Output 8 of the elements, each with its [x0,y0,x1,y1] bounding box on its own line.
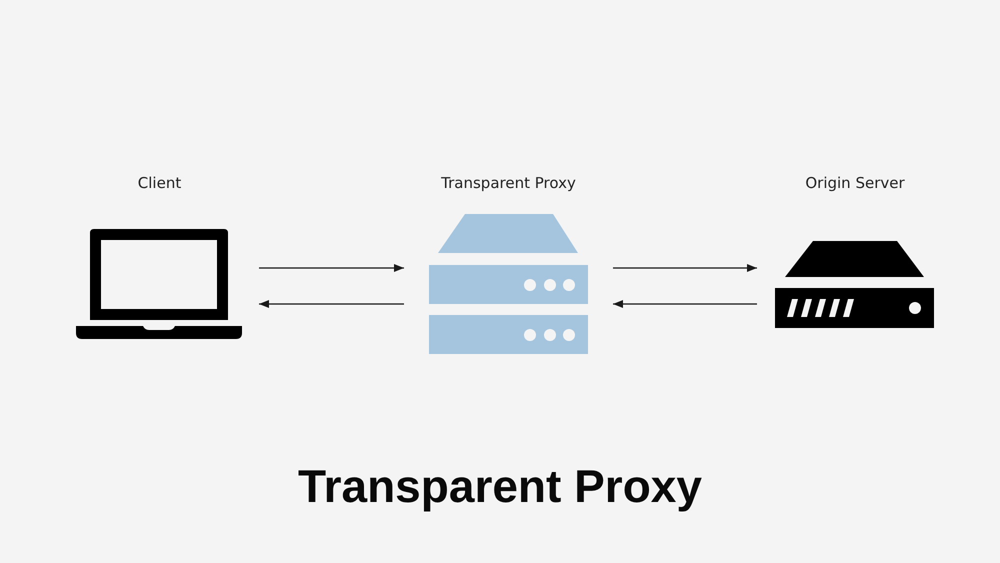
diagram-title: Transparent Proxy [298,459,702,514]
arrow [259,300,404,308]
node-heading: Client [138,173,182,194]
node-heading: Origin Server [805,173,905,194]
arrow [259,264,404,272]
arrow [613,264,757,272]
arrow [613,300,757,308]
node-heading: Transparent Proxy [441,173,576,194]
